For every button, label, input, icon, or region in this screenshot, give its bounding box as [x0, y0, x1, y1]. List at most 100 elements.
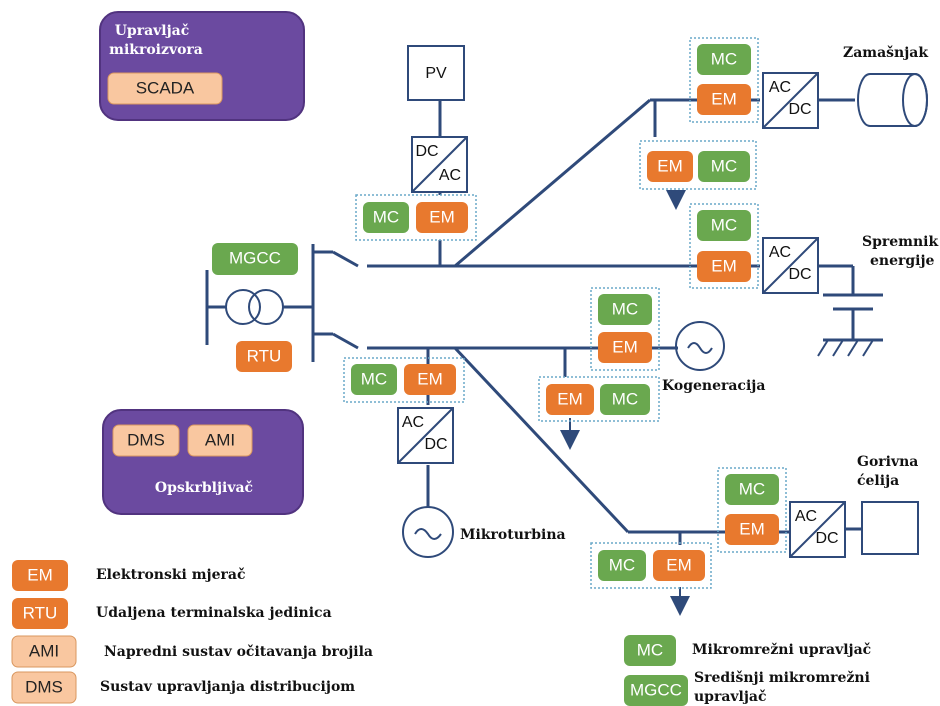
svg-text:RTU: RTU	[23, 603, 58, 622]
cogeneration-branch: Kogeneracija	[662, 321, 765, 394]
fuel-cell-branch: AC DC Gorivna ćelija	[789, 454, 919, 558]
cogeneration-label: Kogeneracija	[662, 378, 765, 394]
svg-text:DC: DC	[815, 530, 838, 547]
em-chip	[697, 84, 751, 115]
svg-text:EM: EM	[711, 256, 737, 275]
svg-text:AMI: AMI	[29, 641, 59, 660]
svg-text:AC: AC	[795, 508, 817, 525]
supplier-panel: DMS AMI Opskrbljivač	[102, 409, 304, 515]
legend-dms-text: Sustav upravljanja distribucijom	[100, 679, 355, 695]
svg-text:MC: MC	[711, 49, 737, 68]
svg-text:AC: AC	[769, 244, 791, 261]
svg-text:MC: MC	[612, 299, 638, 318]
pv-label: PV	[425, 65, 447, 82]
svg-text:AC: AC	[402, 414, 424, 431]
svg-text:DC: DC	[788, 101, 811, 118]
legend-mgcc-text-1: Središnji mikromrežni	[694, 670, 870, 686]
svg-text:MGCC: MGCC	[630, 680, 682, 699]
svg-text:DC: DC	[424, 436, 447, 453]
legend-rtu-swatch	[12, 598, 68, 629]
em-chip	[647, 151, 693, 182]
em-chip	[653, 550, 705, 581]
em-chip	[598, 332, 652, 363]
meter-groups	[343, 37, 787, 589]
legend-mc-text: Mikromrežni upravljač	[692, 642, 871, 658]
legend-mgcc-swatch	[624, 675, 688, 706]
supplier-title: Opskrbljivač	[155, 480, 253, 496]
grid-connection	[205, 244, 359, 362]
microturbine-branch: AC DC Mikroturbina	[397, 407, 566, 558]
fuel-cell-label-line2: ćelija	[857, 473, 899, 489]
pv-branch: PV DC AC	[407, 45, 468, 193]
svg-text:MC: MC	[612, 389, 638, 408]
flywheel-branch: AC DC Zamašnjak	[762, 45, 928, 129]
legend-ami-swatch	[11, 635, 77, 668]
dms-chip-label: DMS	[127, 430, 165, 449]
svg-text:MC: MC	[637, 640, 663, 659]
svg-text:EM: EM	[417, 369, 443, 388]
svg-text:AC: AC	[769, 79, 791, 96]
em-chip	[546, 384, 594, 415]
microturbine-label: Mikroturbina	[460, 527, 566, 543]
legend: EM Elektronski mjerač RTU Udaljena termi…	[11, 560, 871, 706]
svg-text:MC: MC	[609, 555, 635, 574]
legend-dms-swatch	[11, 671, 77, 704]
svg-text:EM: EM	[711, 89, 737, 108]
svg-text:MC: MC	[361, 369, 387, 388]
legend-em-swatch	[12, 560, 68, 591]
svg-text:RTU: RTU	[247, 346, 282, 365]
em-chips: EM EM EM EM EM EM EM EM EM RTU	[236, 84, 779, 581]
ami-chip	[187, 424, 253, 457]
legend-mc-swatch	[624, 635, 676, 666]
mc-chip	[598, 294, 652, 325]
fuel-cell-label-line1: Gorivna	[857, 454, 918, 470]
microsource-controller-panel: Upravljač mikroizvora SCADA	[99, 11, 305, 121]
mc-chips: MC MC MC MC MC MC MC MC MC MGCC	[212, 44, 779, 581]
dc-ac-bottom: AC	[439, 167, 461, 184]
svg-text:EM: EM	[612, 337, 638, 356]
dc-ac-top: DC	[415, 143, 438, 160]
svg-text:MC: MC	[739, 479, 765, 498]
svg-text:DC: DC	[788, 266, 811, 283]
panel-title-line1: Upravljač	[115, 23, 190, 39]
em-chip	[725, 514, 779, 545]
svg-text:EM: EM	[557, 389, 583, 408]
svg-text:MGCC: MGCC	[229, 248, 281, 267]
mc-chip	[697, 44, 751, 75]
legend-ami-text: Napredni sustav očitavanja brojila	[104, 644, 373, 660]
mc-chip	[598, 550, 646, 581]
dms-chip	[112, 424, 180, 457]
flywheel-icon	[857, 73, 928, 127]
generator-icon	[402, 506, 454, 558]
mc-chip	[697, 210, 751, 241]
mc-chip	[725, 474, 779, 505]
generator-icon	[675, 321, 725, 371]
mc-chip	[698, 151, 750, 182]
svg-text:MC: MC	[711, 156, 737, 175]
svg-text:EM: EM	[739, 519, 765, 538]
storage-branch: AC DC Spremnik energije	[762, 234, 938, 357]
scada-chip	[107, 72, 223, 105]
fuel-cell-icon	[861, 501, 919, 555]
em-chip	[404, 364, 456, 395]
em-chip	[697, 251, 751, 282]
svg-text:EM: EM	[666, 555, 692, 574]
mgcc-chip	[212, 243, 298, 275]
rtu-chip	[236, 341, 292, 372]
legend-mgcc-text-2: upravljač	[694, 689, 767, 705]
mc-chip	[600, 384, 650, 415]
svg-text:EM: EM	[27, 565, 53, 584]
svg-text:EM: EM	[429, 207, 455, 226]
storage-label-line2: energije	[870, 253, 935, 269]
legend-em-text: Elektronski mjerač	[96, 567, 246, 583]
flywheel-label: Zamašnjak	[843, 45, 928, 61]
mc-chip	[351, 364, 397, 395]
legend-rtu-text: Udaljena terminalska jedinica	[96, 605, 332, 621]
panel-title-line2: mikroizvora	[109, 42, 203, 58]
mc-chip	[363, 202, 409, 233]
scada-chip-label: SCADA	[136, 78, 195, 97]
svg-text:MC: MC	[373, 207, 399, 226]
svg-text:MC: MC	[711, 215, 737, 234]
svg-text:EM: EM	[657, 156, 683, 175]
